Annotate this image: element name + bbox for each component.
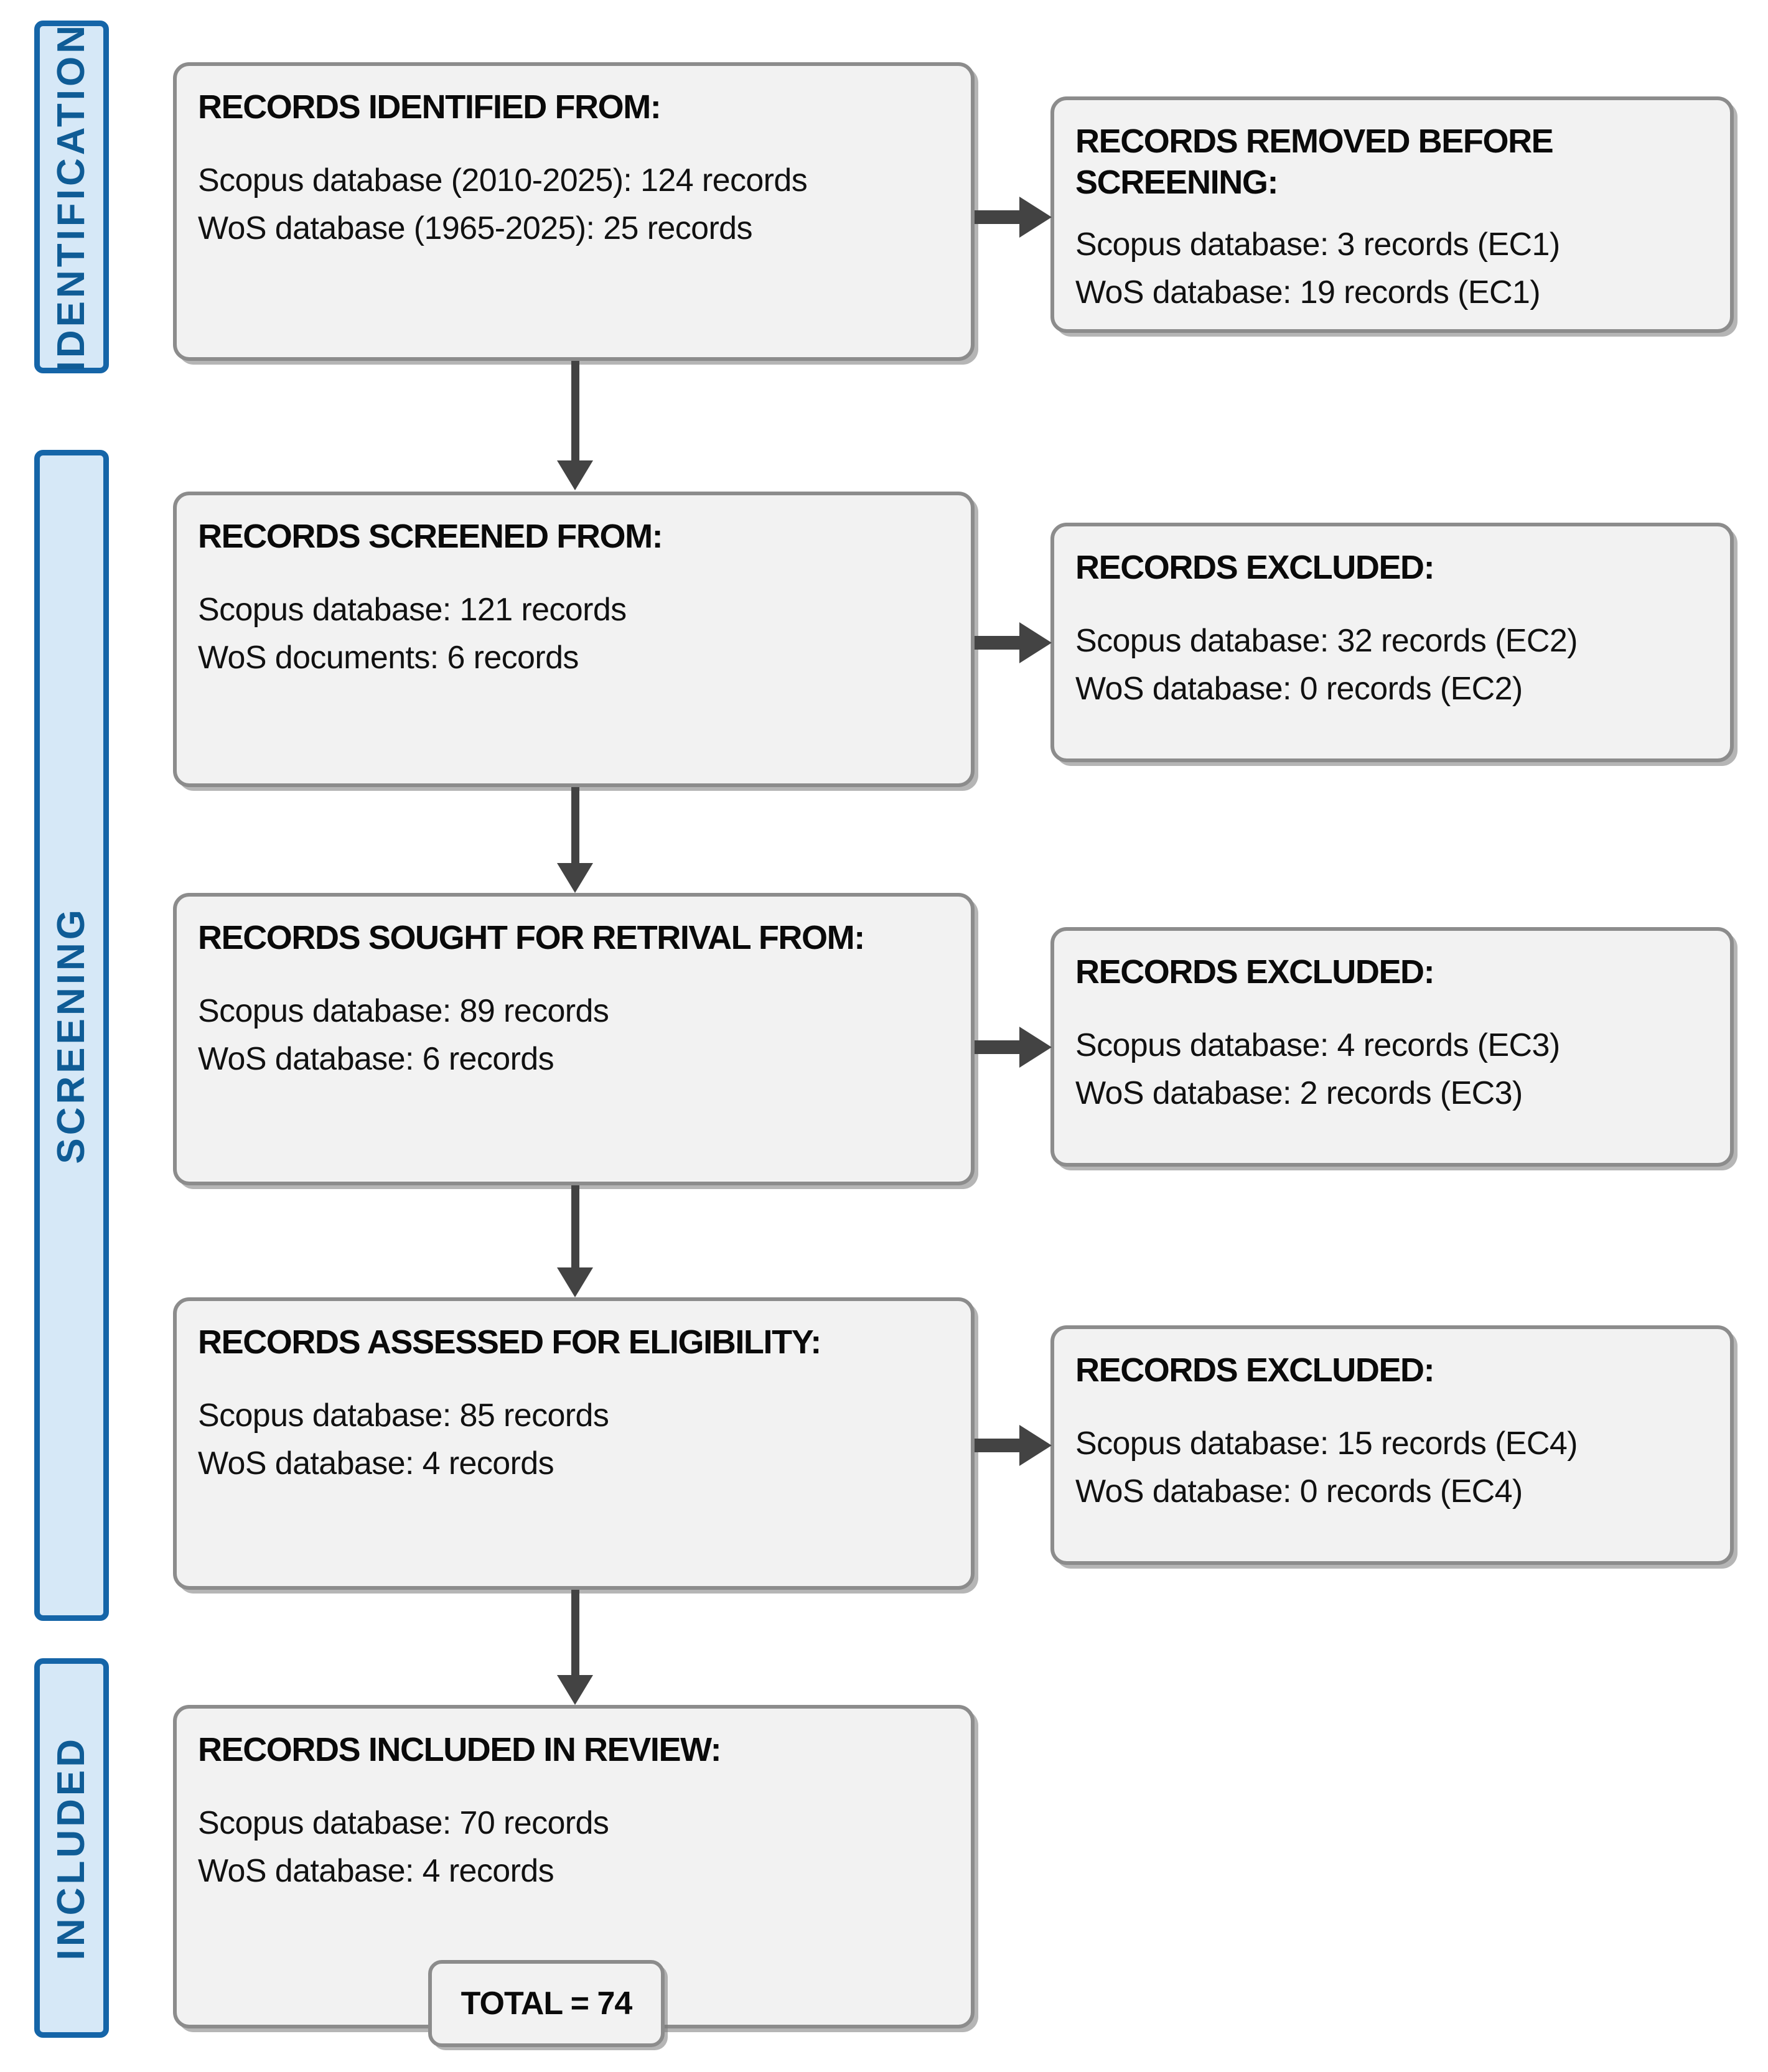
box-records-screened-lines: Scopus database: 121 records WoS documen… bbox=[198, 586, 950, 682]
box-line: WoS documents: 6 records bbox=[198, 639, 579, 676]
arrow-sought-to-assessed bbox=[557, 1185, 593, 1297]
box-records-sought-for-retrival-title: RECORDS SOUGHT FOR RETRIVAL FROM: bbox=[198, 919, 865, 956]
box-records-excluded-ec3[interactable]: RECORDS EXCLUDED: Scopus database: 4 rec… bbox=[1050, 927, 1734, 1167]
box-records-sought-for-retrival-lines: Scopus database: 89 records WoS database… bbox=[198, 987, 950, 1083]
box-line: WoS database (1965-2025): 25 records bbox=[198, 210, 752, 246]
arrow-identified-to-removed bbox=[975, 197, 1052, 238]
box-records-excluded-ec3-title: RECORDS EXCLUDED: bbox=[1075, 953, 1435, 991]
box-records-screened-title: RECORDS SCREENED FROM: bbox=[198, 518, 663, 555]
box-line: WoS database: 19 records (EC1) bbox=[1075, 274, 1541, 310]
box-records-identified-title: RECORDS IDENTIFIED FROM: bbox=[198, 88, 662, 126]
box-line: Scopus database: 4 records (EC3) bbox=[1075, 1027, 1560, 1063]
box-records-excluded-ec4[interactable]: RECORDS EXCLUDED: Scopus database: 15 re… bbox=[1050, 1325, 1734, 1565]
box-line: WoS database: 4 records bbox=[198, 1852, 554, 1889]
box-records-excluded-ec2-lines: Scopus database: 32 records (EC2) WoS da… bbox=[1075, 617, 1709, 713]
phase-label-included: INCLUDED bbox=[34, 1658, 109, 2038]
box-line: Scopus database: 121 records bbox=[198, 591, 627, 628]
box-records-identified-lines: Scopus database (2010-2025): 124 records… bbox=[198, 157, 950, 253]
arrow-assessed-to-included bbox=[557, 1590, 593, 1705]
box-line: WoS database: 4 records bbox=[198, 1445, 554, 1482]
box-line: Scopus database: 3 records (EC1) bbox=[1075, 226, 1560, 263]
phase-label-screening: SCREENING bbox=[34, 450, 109, 1621]
box-line: WoS database: 0 records (EC2) bbox=[1075, 670, 1523, 707]
arrow-assessed-to-excluded-ec4 bbox=[975, 1425, 1052, 1466]
box-records-screened[interactable]: RECORDS SCREENED FROM: Scopus database: … bbox=[173, 492, 975, 787]
box-records-excluded-ec3-lines: Scopus database: 4 records (EC3) WoS dat… bbox=[1075, 1022, 1709, 1118]
phase-label-identification-text: IDENTIFICATION bbox=[50, 22, 93, 372]
box-line: WoS database: 0 records (EC4) bbox=[1075, 1473, 1523, 1510]
box-records-excluded-ec4-lines: Scopus database: 15 records (EC4) WoS da… bbox=[1075, 1420, 1709, 1516]
box-records-assessed-for-eligibility[interactable]: RECORDS ASSESSED FOR ELIGIBILITY: Scopus… bbox=[173, 1297, 975, 1590]
box-line: Scopus database: 70 records bbox=[198, 1804, 609, 1841]
box-records-excluded-ec2-title: RECORDS EXCLUDED: bbox=[1075, 549, 1435, 586]
arrow-identified-to-screened bbox=[557, 361, 593, 490]
box-records-excluded-ec2[interactable]: RECORDS EXCLUDED: Scopus database: 32 re… bbox=[1050, 523, 1734, 762]
arrow-sought-to-excluded-ec3 bbox=[975, 1027, 1052, 1068]
box-line: Scopus database: 85 records bbox=[198, 1397, 609, 1434]
arrow-screened-to-sought bbox=[557, 787, 593, 893]
box-line: WoS database: 6 records bbox=[198, 1040, 554, 1077]
box-line: Scopus database: 15 records (EC4) bbox=[1075, 1425, 1578, 1462]
box-records-included-in-review-lines: Scopus database: 70 records WoS database… bbox=[198, 1799, 950, 1895]
total-badge: TOTAL = 74 bbox=[428, 1960, 665, 2047]
box-records-removed-before-screening-title: RECORDS REMOVED BEFORE SCREENING: bbox=[1075, 123, 1554, 201]
box-records-identified[interactable]: RECORDS IDENTIFIED FROM: Scopus database… bbox=[173, 62, 975, 361]
box-line: Scopus database: 89 records bbox=[198, 992, 609, 1029]
arrow-screened-to-excluded-ec2 bbox=[975, 622, 1052, 663]
phase-label-screening-text: SCREENING bbox=[50, 907, 93, 1164]
box-records-sought-for-retrival[interactable]: RECORDS SOUGHT FOR RETRIVAL FROM: Scopus… bbox=[173, 893, 975, 1185]
box-records-included-in-review-title: RECORDS INCLUDED IN REVIEW: bbox=[198, 1731, 722, 1768]
box-records-removed-before-screening[interactable]: RECORDS REMOVED BEFORE SCREENING: Scopus… bbox=[1050, 96, 1734, 333]
box-records-excluded-ec4-title: RECORDS EXCLUDED: bbox=[1075, 1351, 1435, 1389]
box-records-assessed-for-eligibility-title: RECORDS ASSESSED FOR ELIGIBILITY: bbox=[198, 1323, 821, 1361]
box-line: Scopus database: 32 records (EC2) bbox=[1075, 622, 1578, 659]
box-line: Scopus database (2010-2025): 124 records bbox=[198, 162, 808, 198]
phase-label-identification: IDENTIFICATION bbox=[34, 21, 109, 373]
box-line: WoS database: 2 records (EC3) bbox=[1075, 1075, 1523, 1111]
phase-label-included-text: INCLUDED bbox=[50, 1735, 93, 1961]
box-records-removed-before-screening-lines: Scopus database: 3 records (EC1) WoS dat… bbox=[1075, 221, 1709, 317]
box-records-assessed-for-eligibility-lines: Scopus database: 85 records WoS database… bbox=[198, 1392, 950, 1488]
